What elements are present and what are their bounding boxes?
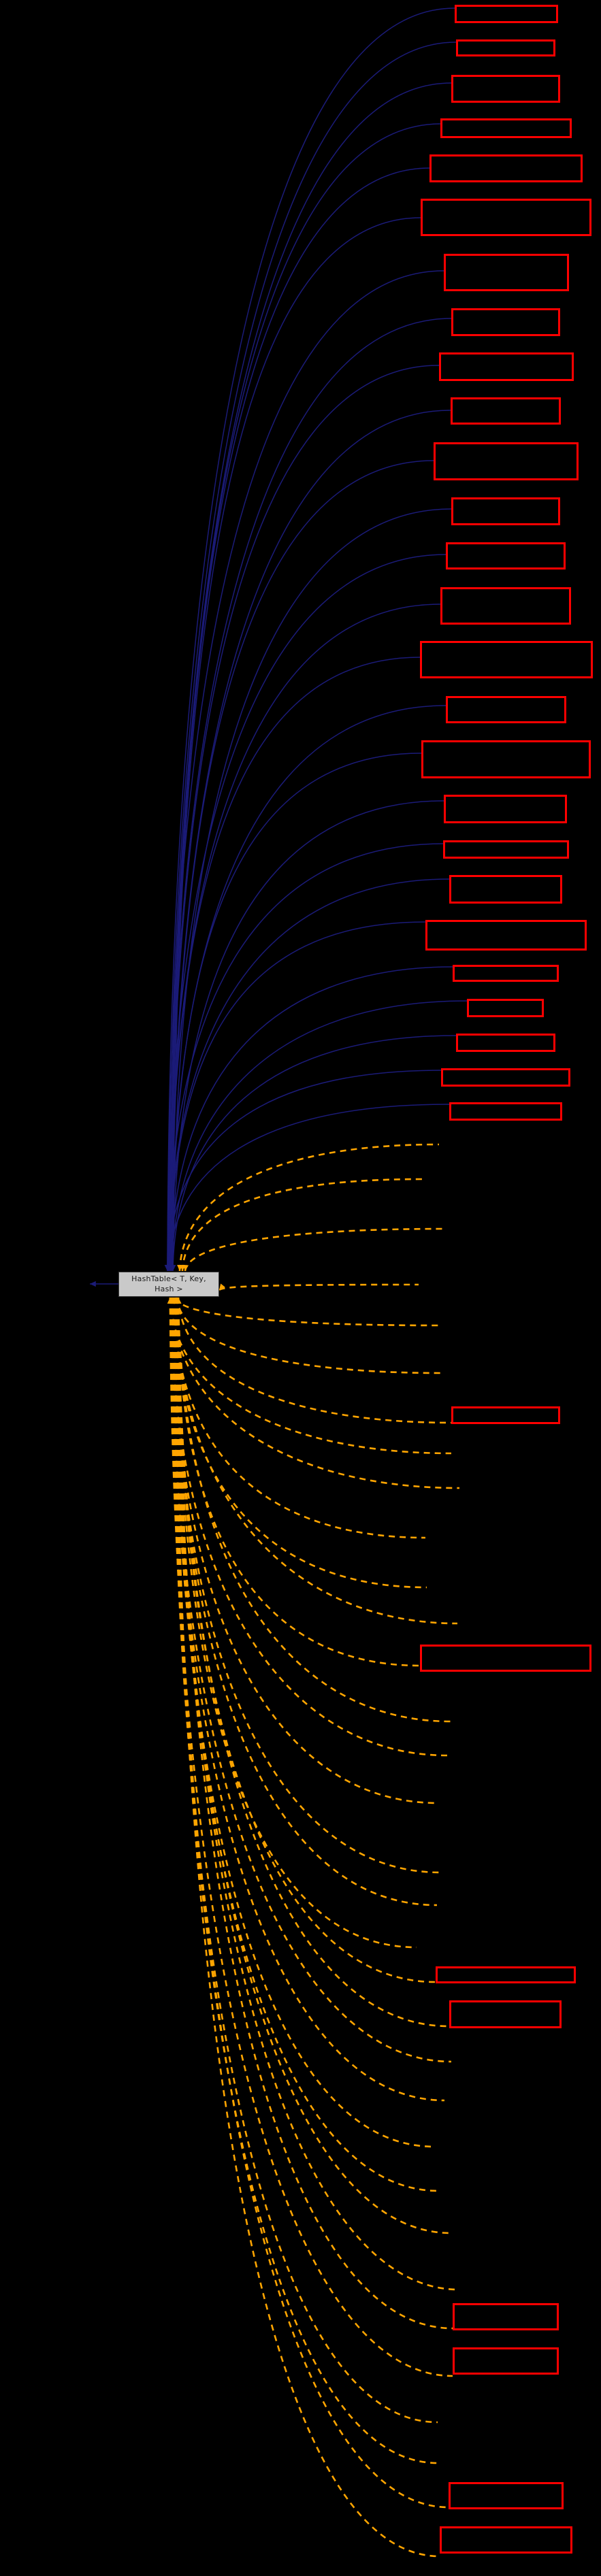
usage-edge [174,1297,436,1983]
usage-edge [172,1297,452,2234]
related-class-boxes [420,5,593,2554]
usage-edge [169,1297,460,1489]
usage-edge [172,1297,458,1625]
derived-class-box[interactable] [421,740,591,778]
usage-edge [167,1297,452,1455]
usage-edge [169,1297,438,2464]
usage-edge [169,1297,426,1539]
usage-edge [175,1297,453,2330]
using-class-box[interactable] [449,2000,562,2028]
derived-class-box[interactable] [446,696,566,723]
usage-edge [177,1143,440,1272]
inheritance-edge [164,843,444,1272]
inheritance-edge [165,604,441,1272]
hashtable-node: HashTable< T, Key, Hash > [118,1272,219,1297]
derived-class-box[interactable] [446,542,566,569]
usage-edge [168,1297,439,1804]
usage-edge [182,1227,446,1272]
derived-class-box[interactable] [453,965,559,982]
inheritance-edges [90,7,468,1287]
inheritance-edge [169,167,430,1272]
usage-edge [171,1297,438,1906]
usage-edge [171,1297,440,2192]
usage-edge [174,1297,421,1667]
usage-edge [174,1297,443,1374]
derived-class-box[interactable] [456,1034,555,1052]
inheritance-edge [164,554,446,1272]
using-class-box[interactable] [451,1406,560,1424]
derived-class-box[interactable] [443,840,569,859]
derived-class-box[interactable] [451,497,560,525]
inheritance-edge [165,878,450,1272]
using-class-box[interactable] [436,1966,576,1983]
usage-edge [172,1297,440,2558]
usage-edge [167,1297,448,1757]
derived-class-box[interactable] [449,1102,562,1121]
hashtable-node-label-line2: Hash > [155,1284,183,1293]
using-class-box[interactable] [440,2526,572,2554]
derived-class-box[interactable] [434,442,579,480]
usage-edge [175,1297,451,1723]
using-class-box[interactable] [420,1645,591,1672]
derived-class-box[interactable] [451,308,560,336]
inheritance-edge [167,657,421,1272]
usage-edge [169,1297,441,1874]
derived-class-box[interactable] [440,587,571,625]
derived-class-box[interactable] [467,999,544,1017]
derived-class-box[interactable] [455,5,558,23]
derived-class-box[interactable] [441,1068,570,1087]
inheritance-edge [167,921,426,1272]
inheritance-edge [169,508,452,1272]
inheritance-edge [169,1000,468,1272]
derived-class-box[interactable] [449,875,562,904]
using-class-box[interactable] [449,2482,564,2509]
inheritance-edge [165,318,452,1272]
usage-edge [174,1297,440,1327]
derived-class-box[interactable] [421,199,591,236]
inheritance-edge [167,365,440,1272]
inheritance-edge [169,1035,457,1272]
derived-class-box[interactable] [451,397,561,425]
inheritance-edge [164,7,455,1272]
derived-class-box[interactable] [456,39,555,56]
using-class-box[interactable] [453,2347,559,2375]
derived-class-box[interactable] [451,75,560,103]
usage-edge [175,1297,450,2028]
usage-edge [171,1297,427,1589]
inheritance-edge [167,82,452,1272]
inheritance-edge [167,123,441,1272]
inheritance-edge [164,1070,442,1272]
usage-edge [168,1297,438,2424]
inheritance-edge [167,705,446,1272]
derived-class-box[interactable] [439,352,574,381]
usage-edge [218,1283,419,1291]
usage-edge [167,1297,453,2377]
hashtable-node-label-line1: HashTable< T, Key, [131,1274,206,1284]
using-class-box[interactable] [453,2303,559,2330]
inheritance-edge [167,966,453,1272]
inheritance-edge [165,42,457,1272]
derived-class-box[interactable] [429,154,583,182]
derived-class-box[interactable] [425,920,587,951]
derived-class-box[interactable] [420,641,593,678]
usage-edge [176,1297,452,1424]
derived-class-box[interactable] [444,795,567,823]
derived-class-box[interactable] [444,254,569,291]
usage-edge [169,1297,435,2148]
inheritance-edge [165,1104,450,1272]
usage-edge [180,1178,423,1272]
usage-edges [167,1143,460,2558]
derived-class-box[interactable] [440,118,572,138]
inheritance-edge [164,270,444,1272]
inheritance-edge [169,753,422,1272]
